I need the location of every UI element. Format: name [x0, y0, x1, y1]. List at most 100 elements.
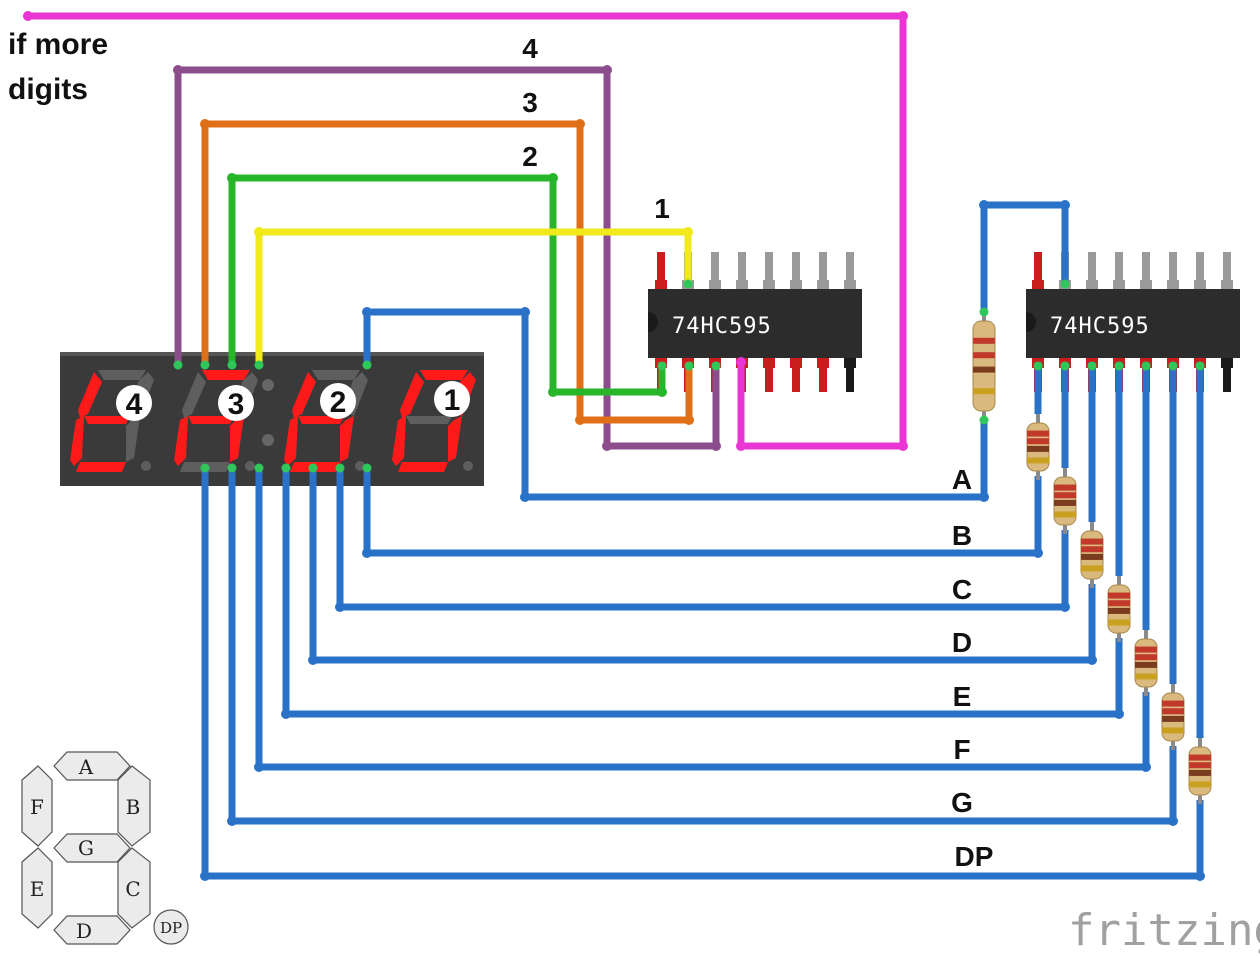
- chip-pin-top: [1169, 252, 1177, 290]
- fritzing-watermark: fritzing: [1068, 905, 1260, 956]
- chip-pin-bottom: [1223, 362, 1231, 392]
- segment-legend: [21, 751, 189, 945]
- chip2-notch: [1026, 312, 1036, 332]
- resistor-band: [1108, 600, 1130, 607]
- pin-connector: [227, 360, 237, 370]
- chip1-body: [648, 289, 862, 358]
- segment-d-wire: [309, 471, 1096, 664]
- legend-label-f: F: [30, 795, 44, 819]
- chip-pin-top-shoulder: [1140, 280, 1152, 290]
- legend-label-g: G: [78, 836, 94, 860]
- chip-pin-top-shoulder: [1167, 280, 1179, 290]
- chip-pin-top-shoulder: [1221, 280, 1233, 290]
- resistor-band: [1081, 538, 1103, 545]
- wire-junction: [227, 173, 237, 183]
- pin-connector: [362, 463, 372, 473]
- digit-number-3: 3: [228, 388, 245, 421]
- resistor-band: [1135, 673, 1157, 680]
- segment-g: [188, 416, 234, 424]
- wire-junction: [575, 119, 585, 129]
- resistor-band: [1108, 619, 1130, 626]
- segment-c-wire: [336, 471, 1069, 611]
- segment-dp-label: DP: [955, 841, 994, 872]
- segment-e-wire: [282, 471, 1123, 718]
- segment-e: [284, 416, 298, 466]
- chip-pin-top: [819, 252, 827, 290]
- segment-a-wire-upper: [980, 201, 1069, 310]
- segment-c: [230, 416, 244, 462]
- digit-badge-2: [320, 383, 356, 419]
- segment-b-label: B: [952, 520, 972, 551]
- segment-g: [406, 416, 452, 424]
- pin-connector: [1087, 361, 1097, 371]
- wire-junction: [602, 65, 612, 75]
- wire-junction: [711, 441, 721, 451]
- wire-junction: [200, 871, 210, 881]
- chip-pin-top: [1196, 252, 1204, 290]
- digit-number-2: 2: [330, 386, 347, 419]
- chip-pin-top-shoulder: [1032, 280, 1044, 290]
- chip-pin-top-shoulder: [709, 280, 721, 290]
- segment-c: [340, 416, 354, 462]
- chip-pin-top: [1115, 252, 1123, 290]
- resistor-band: [1027, 438, 1049, 445]
- wire-junction: [1168, 816, 1178, 826]
- resistor-band: [1027, 457, 1049, 464]
- chip2-body: [1026, 289, 1240, 358]
- wire-junction: [520, 307, 530, 317]
- segment-f-wire: [255, 471, 1150, 771]
- chip2-label: 74HC595: [1050, 314, 1150, 339]
- colon-dot-top: [262, 379, 274, 391]
- resistor-band: [1162, 715, 1184, 722]
- pin-connector: [979, 415, 989, 425]
- legend-segment-b: [117, 765, 151, 847]
- digit2-wire-label: 2: [522, 141, 538, 172]
- resistor-band: [1108, 592, 1130, 599]
- digit1-wire: [255, 228, 692, 362]
- segment-dp: [355, 461, 365, 471]
- resistor-band: [1027, 445, 1049, 452]
- wire-junction: [520, 492, 530, 502]
- chip-pin-top-shoulder: [736, 280, 748, 290]
- seven-segment-display: 4 3 2 1: [60, 352, 484, 486]
- segment-e: [392, 416, 406, 466]
- segment-a: [420, 370, 468, 380]
- chip-pin-top-shoulder: [1194, 280, 1206, 290]
- legend-segment-c: [117, 847, 151, 929]
- wire-junction: [1087, 655, 1097, 665]
- resistor-band: [1081, 565, 1103, 572]
- segment-dp: [141, 461, 151, 471]
- pin-connector: [1060, 279, 1070, 289]
- segment-f: [400, 372, 424, 418]
- shift-register-chip-2: 74HC595: [1026, 252, 1240, 392]
- note-line1: if more: [8, 28, 108, 61]
- resistor-band: [973, 388, 995, 395]
- digit-number-1: 1: [444, 384, 461, 417]
- resistor-band: [1189, 762, 1211, 769]
- wire-junction: [657, 387, 667, 397]
- resistors: [972, 312, 1212, 804]
- digit3-wire: [201, 120, 693, 424]
- chip-pin-top-shoulder: [1113, 280, 1125, 290]
- resistor-band: [1054, 492, 1076, 499]
- pin-connector: [281, 463, 291, 473]
- legend-label-a: A: [78, 755, 94, 779]
- pin-connector: [711, 361, 721, 371]
- legend-label-b: B: [126, 795, 141, 819]
- legend-label-d: D: [76, 919, 92, 943]
- pin-connector: [1141, 361, 1151, 371]
- pin-connector: [684, 361, 694, 371]
- chip1-notch: [648, 312, 658, 332]
- display-edge: [60, 352, 484, 356]
- digit-badge-3: [218, 385, 254, 421]
- chip-pin-top: [846, 252, 854, 290]
- segment-d-label: D: [952, 627, 972, 658]
- legend-segment-f: [21, 765, 53, 847]
- segment-d: [398, 462, 448, 472]
- digit1-wire-label: 1: [654, 193, 670, 224]
- wire-junction: [362, 548, 372, 558]
- wire-junction: [1141, 762, 1151, 772]
- digit-number-4: 4: [126, 388, 143, 421]
- wire-junction: [548, 173, 558, 183]
- resistor-band: [1162, 700, 1184, 707]
